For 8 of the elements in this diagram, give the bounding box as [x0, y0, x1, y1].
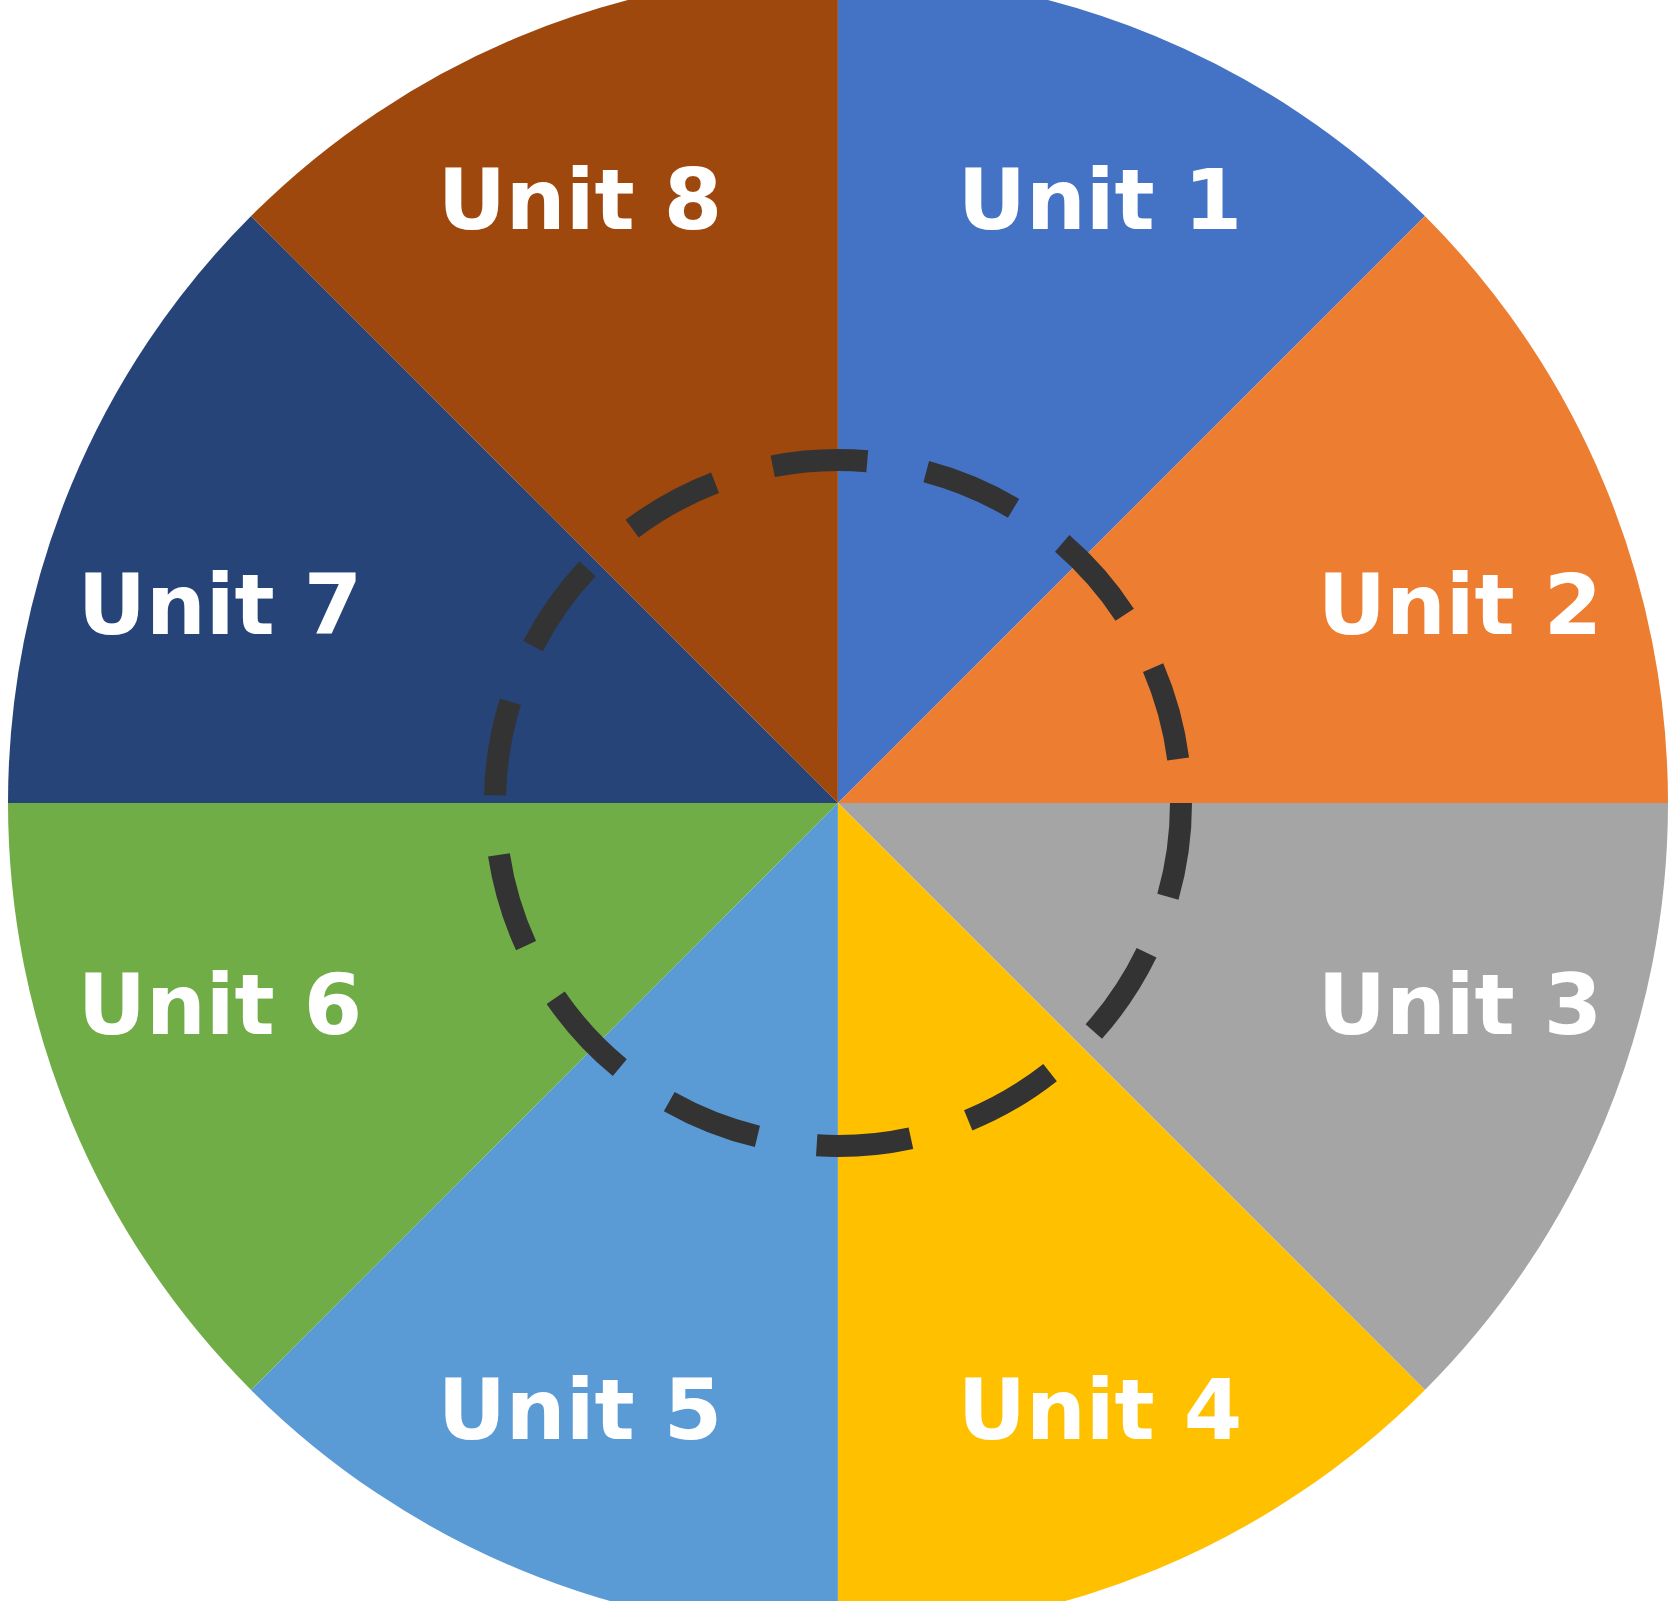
slice-label: Unit 2 [1317, 563, 1603, 647]
slice-label: Unit 5 [437, 1368, 723, 1452]
slice-label: Unit 1 [957, 158, 1243, 242]
slice-label: Unit 8 [437, 158, 723, 242]
slice-label: Unit 4 [957, 1368, 1243, 1452]
slice-label: Unit 6 [77, 963, 363, 1047]
slice-label: Unit 7 [77, 563, 363, 647]
slice-label: Unit 3 [1317, 963, 1603, 1047]
